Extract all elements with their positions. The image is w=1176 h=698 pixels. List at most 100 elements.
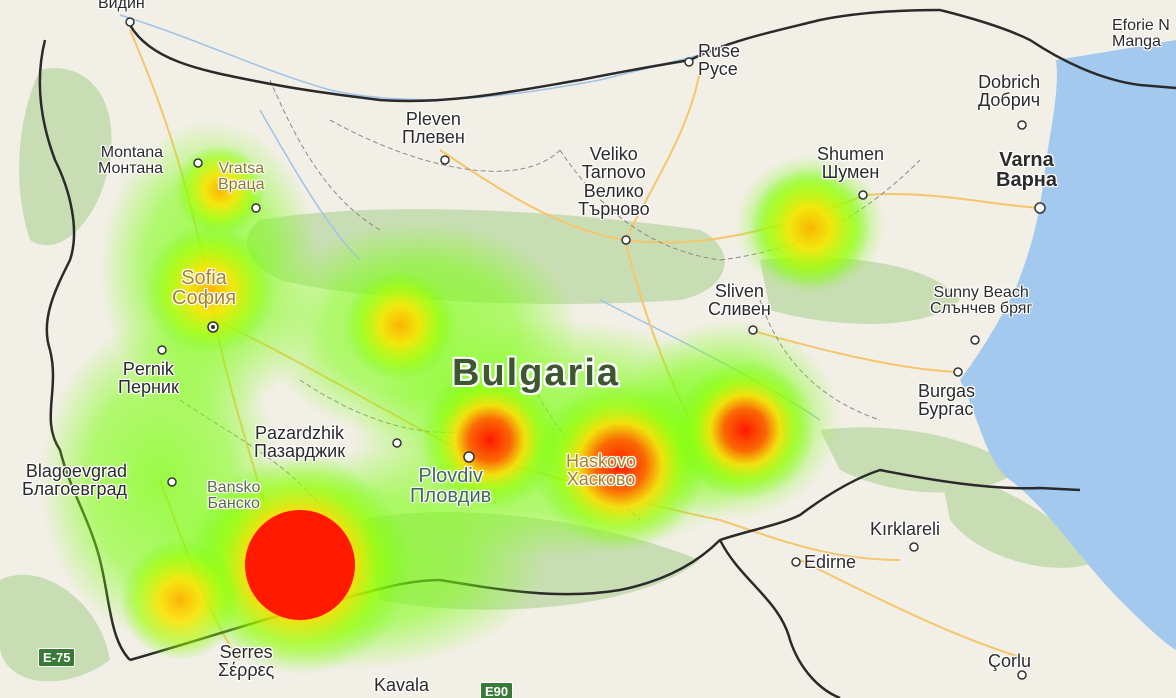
label-kavala[interactable]: Kavala bbox=[374, 676, 429, 695]
label-pernik[interactable]: Pernik Перник bbox=[118, 360, 179, 397]
label-veliko-tarnovo[interactable]: Veliko Tarnovo Велико Търново bbox=[578, 145, 650, 220]
label-montana[interactable]: Montana Монтана bbox=[98, 144, 164, 178]
marker-shumen[interactable] bbox=[858, 190, 868, 200]
label-line: Eforie N bbox=[1112, 17, 1170, 34]
marker-burgas[interactable] bbox=[953, 367, 963, 377]
label-line: Банско bbox=[207, 495, 260, 513]
label-line: Шумен bbox=[821, 162, 880, 183]
label-line: Sliven bbox=[714, 281, 764, 301]
heat-spots bbox=[120, 145, 870, 675]
marker-vidin[interactable] bbox=[125, 17, 135, 27]
marker-varna[interactable] bbox=[1034, 202, 1046, 214]
country-label: Bulgaria bbox=[452, 352, 621, 394]
label-line: Çorlu bbox=[988, 651, 1032, 671]
label-line: Bansko bbox=[207, 479, 261, 496]
label-line: Kırklareli bbox=[870, 519, 941, 539]
label-line: Shumen bbox=[817, 144, 885, 164]
heat-spot-haskovo bbox=[535, 380, 705, 550]
marker-sunny-beach[interactable] bbox=[970, 335, 980, 345]
label-sofia[interactable]: Sofia София bbox=[172, 268, 236, 309]
label-edirne[interactable]: Edirne bbox=[804, 552, 857, 572]
label-line: Sofia bbox=[181, 267, 227, 289]
marker-montana[interactable] bbox=[193, 158, 203, 168]
label-dobrich[interactable]: Dobrich Добрич bbox=[978, 73, 1040, 110]
label-kirklareli[interactable]: Kırklareli bbox=[870, 519, 941, 539]
capital-dot-icon bbox=[211, 325, 215, 329]
marker-haskovo[interactable] bbox=[615, 475, 625, 485]
heat-spot-plovdiv-east bbox=[420, 370, 560, 510]
label-corlu[interactable]: Çorlu bbox=[988, 651, 1032, 671]
label-line: Плевен bbox=[402, 127, 465, 148]
label-line: Sunny Beach bbox=[933, 284, 1029, 301]
label-haskovo[interactable]: Haskovo Хасково bbox=[566, 452, 636, 489]
label-line: Враца bbox=[218, 176, 265, 194]
marker-blagoevgrad[interactable] bbox=[167, 477, 177, 487]
label-line: Manga bbox=[1112, 33, 1161, 51]
label-line: Бургас bbox=[918, 399, 974, 420]
label-ruse[interactable]: Ruse Русе bbox=[698, 42, 740, 79]
label-line: Слънчев бряг bbox=[930, 300, 1033, 318]
label-line: Edirne bbox=[804, 552, 857, 572]
label-line: Tarnovo bbox=[581, 162, 646, 183]
heat-spot-shumen bbox=[750, 168, 870, 288]
label-vidin[interactable]: Видин bbox=[98, 0, 145, 12]
label-vratsa[interactable]: Vratsa Враца bbox=[218, 160, 265, 194]
marker-pernik[interactable] bbox=[157, 345, 167, 355]
label-line: Русе bbox=[698, 59, 738, 80]
label-plovdiv[interactable]: Plovdiv Пловдив bbox=[410, 466, 491, 507]
label-serres[interactable]: Serres Σέρρες bbox=[218, 643, 274, 680]
city-markers bbox=[125, 17, 1046, 680]
road-shield-e90: E90 bbox=[480, 682, 514, 698]
marker-corlu[interactable] bbox=[1017, 670, 1027, 680]
label-line: Сливен bbox=[708, 299, 771, 320]
label-line: Монтана bbox=[98, 160, 164, 178]
label-shumen[interactable]: Shumen Шумен bbox=[817, 145, 884, 182]
label-line: Пазарджик bbox=[254, 441, 346, 462]
marker-dobrich[interactable] bbox=[1017, 120, 1027, 130]
label-line: Haskovo bbox=[566, 451, 637, 471]
marker-ruse[interactable] bbox=[684, 57, 694, 67]
marker-plovdiv[interactable] bbox=[463, 451, 475, 463]
label-line: Велико bbox=[583, 180, 644, 201]
label-varna[interactable]: Varna Варна bbox=[996, 150, 1057, 191]
label-line: Търново bbox=[578, 199, 650, 220]
label-line: Хасково bbox=[566, 469, 636, 490]
heat-spot-sofia bbox=[145, 225, 275, 355]
marker-kirklareli[interactable] bbox=[909, 542, 919, 552]
label-line: Пловдив bbox=[410, 485, 492, 508]
marker-pazardzhik[interactable] bbox=[392, 438, 402, 448]
label-line: Pleven bbox=[405, 109, 461, 129]
black-sea bbox=[960, 40, 1176, 650]
label-bansko[interactable]: Bansko Банско bbox=[207, 479, 261, 513]
label-line: Перник bbox=[118, 377, 179, 398]
heat-spot-central bbox=[345, 270, 455, 380]
marker-pleven[interactable] bbox=[440, 155, 450, 165]
label-burgas[interactable]: Burgas Бургас bbox=[918, 382, 975, 419]
label-blagoevgrad[interactable]: Blagoevgrad Благоевград bbox=[22, 462, 127, 499]
marker-vratsa[interactable] bbox=[251, 203, 261, 213]
label-line: Vratsa bbox=[218, 160, 265, 177]
label-line: Pazardzhik bbox=[255, 423, 345, 443]
label-line: Serres bbox=[219, 642, 273, 662]
label-line: Montana bbox=[100, 144, 164, 161]
label-line: Варна bbox=[996, 169, 1057, 192]
label-line: Ruse bbox=[698, 41, 741, 61]
label-pleven[interactable]: Pleven Плевен bbox=[402, 110, 465, 147]
label-pazardzhik[interactable]: Pazardzhik Пазарджик bbox=[254, 424, 345, 461]
label-sunny-beach[interactable]: Sunny Beach Слънчев бряг bbox=[930, 284, 1033, 318]
heat-spot-south-west bbox=[120, 540, 240, 660]
label-eforie[interactable]: Eforie N Manga bbox=[1112, 17, 1170, 51]
label-line: Σέρρες bbox=[218, 660, 275, 681]
marker-sliven[interactable] bbox=[748, 325, 758, 335]
label-line: Благоевград bbox=[22, 479, 127, 500]
label-line: Plovdiv bbox=[418, 465, 483, 487]
heat-spot-east bbox=[675, 360, 815, 500]
label-line: Burgas bbox=[918, 381, 976, 401]
marker-edirne[interactable] bbox=[791, 557, 801, 567]
marker-veliko-tarnovo[interactable] bbox=[621, 235, 631, 245]
label-line: Varna bbox=[999, 149, 1054, 171]
label-sliven[interactable]: Sliven Сливен bbox=[708, 282, 771, 319]
heat-spot-bansko-core bbox=[245, 510, 355, 620]
